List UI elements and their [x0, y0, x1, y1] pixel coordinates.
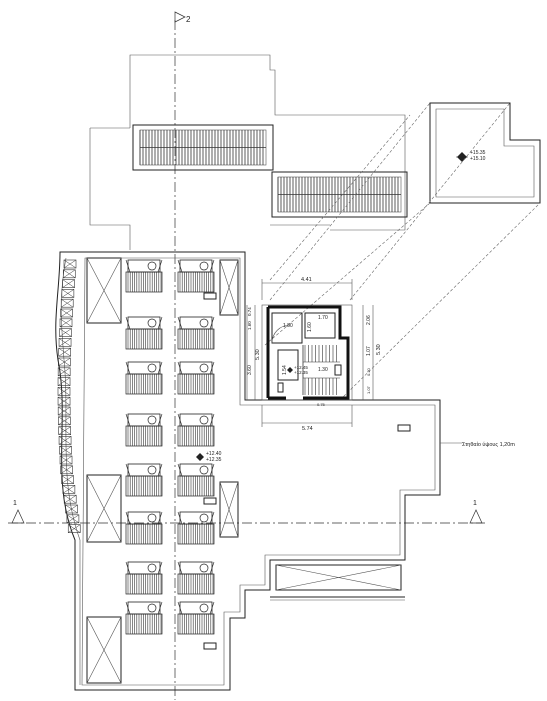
water-heater-unit	[177, 561, 215, 595]
dim-left-top-a: 1.60	[247, 321, 252, 330]
dimension-lines: 4.41 5.74 0.75 5.30 2.06 1.07 0.20 1.07 …	[246, 277, 382, 432]
dim-right-small-1: 0.20	[366, 367, 371, 376]
water-heater-unit	[177, 259, 215, 293]
water-heater-unit	[177, 601, 215, 635]
room-dim-h: 1.60	[307, 322, 313, 332]
dim-stair-height-left: 5.30	[255, 349, 261, 360]
lobby-dim-h: 1.54	[282, 365, 288, 375]
solar-panel-upper	[132, 124, 274, 171]
stair-core: +12.45 +12.35 1.80 1.70 1.60 1.30 1.54	[261, 304, 353, 401]
water-heater-unit	[125, 413, 163, 447]
water-heater-unit	[125, 561, 163, 595]
light-well-4	[219, 259, 239, 316]
roof-elevation-upper: +15.35	[470, 150, 486, 156]
light-well-5	[219, 481, 239, 538]
water-heater-unit	[125, 316, 163, 350]
elevation-mark-icon	[456, 152, 468, 162]
terrace-elevation: +12.40 +12.35	[196, 451, 222, 463]
parapet-annotation: Στηθαίο ύψους 1,20m	[440, 441, 515, 448]
parapet-note: Στηθαίο ύψους 1,20m	[462, 441, 515, 448]
light-well-3	[86, 616, 122, 684]
dim-right-mid: 1.07	[366, 346, 372, 356]
light-well-6	[275, 564, 402, 591]
projection-lines	[264, 102, 541, 401]
water-heater-unit	[125, 463, 163, 497]
water-heater-unit	[177, 511, 215, 545]
water-heater-unit	[177, 413, 215, 447]
water-heater-unit	[177, 361, 215, 395]
water-heater-unit	[125, 601, 163, 635]
dim-stair-width-bottom: 5.74	[302, 426, 313, 432]
solar-water-heaters	[125, 259, 215, 635]
stair-elevation-lower: +12.35	[294, 370, 308, 375]
terrace-elevation-lower: +12.35	[206, 457, 222, 463]
stair-elevation-upper: +12.45	[294, 365, 308, 370]
section-marker-top: 2	[186, 15, 191, 24]
water-heater-unit	[177, 316, 215, 350]
section-axis-2: 2	[174, 11, 191, 700]
dim-stair-mid-left: 3.60	[247, 365, 253, 375]
dim-right-upper: 2.06	[366, 315, 372, 325]
section-marker-right: 1	[473, 500, 477, 507]
solar-panel-lower	[271, 171, 408, 218]
lower-floor-outline	[89, 54, 406, 250]
dim-stair-width-top: 4.41	[301, 277, 312, 283]
water-heater-unit	[125, 361, 163, 395]
water-heater-unit	[125, 511, 163, 545]
water-heater-unit	[125, 259, 163, 293]
section-axis-1: 1 1	[8, 500, 485, 524]
section-marker-left: 1	[13, 500, 17, 507]
light-well-2	[86, 474, 122, 543]
room-dim-w2: 1.70	[318, 315, 328, 321]
upper-roof-slab: +15.35 +15.10	[429, 102, 541, 204]
room-dim-w1: 1.80	[283, 323, 293, 329]
facade-railing	[57, 259, 81, 533]
light-well-1	[86, 257, 122, 324]
main-terrace	[55, 251, 441, 691]
lobby-dim-w: 1.30	[318, 367, 328, 373]
dim-stair-height-right: 5.30	[376, 344, 382, 355]
roof-elevation-lower: +15.10	[470, 156, 486, 162]
vent-boxes	[203, 292, 411, 650]
dim-bottom-small: 0.75	[317, 402, 326, 407]
dim-left-top-b: 0.74	[247, 307, 252, 316]
water-heater-unit	[177, 463, 215, 497]
dim-right-small-2: 1.07	[366, 385, 371, 394]
terrace-elevation-upper: +12.40	[206, 451, 222, 457]
